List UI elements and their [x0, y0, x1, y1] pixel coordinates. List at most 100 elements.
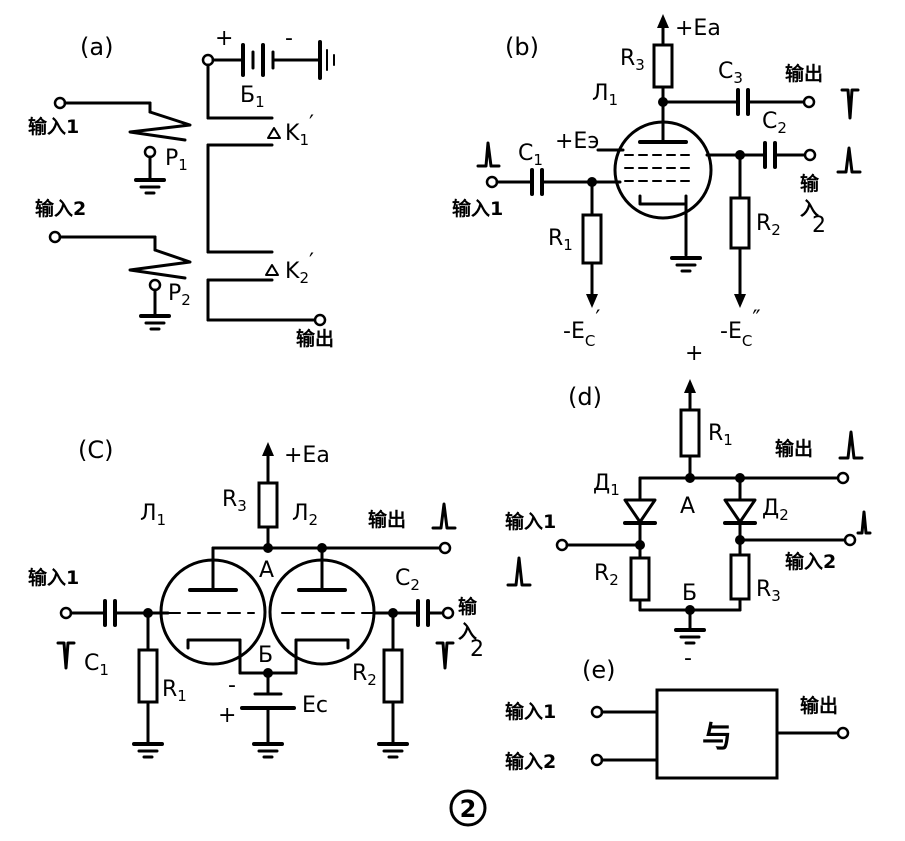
- input2-label-d: 输入2: [785, 550, 836, 573]
- supply-label-c: +Ea: [284, 443, 330, 468]
- diode-d1: [623, 498, 657, 524]
- resistor-r3-d: [729, 553, 751, 601]
- battery-minus-c: -: [228, 673, 236, 698]
- relay-p2-label: P2: [168, 281, 191, 309]
- panel-d: (d) + R1 输出 A Д1 Д2 输入1 R2: [505, 341, 872, 671]
- tube-cathode-b: [638, 194, 688, 206]
- input2-label-b-top: 输: [800, 172, 820, 195]
- output-pulse-c: [431, 502, 457, 530]
- ground-sign-d: -: [684, 646, 692, 671]
- battery-plus-sign: +: [215, 26, 233, 51]
- panel-b: (b) +Ea R3 C3 输出 Л1 +Eэ: [452, 14, 862, 350]
- input1-label-c: 输入1: [28, 566, 79, 589]
- resistor-r2-label-d: R2: [594, 561, 619, 589]
- output-terminal-b: [802, 95, 816, 109]
- input2-label-c-mid: 入: [458, 621, 477, 643]
- battery-label: Б1: [240, 83, 265, 111]
- input2-pulse-c: [435, 641, 455, 670]
- input2-terminal-b: [803, 148, 817, 162]
- panel-c: (C) +Ea R3 Л1 Л2 A 输出 Б: [28, 436, 484, 759]
- resistor-r3-c: [257, 481, 279, 529]
- diode-d1-label: Д1: [593, 471, 620, 499]
- node-b-label-c: Б: [258, 643, 273, 668]
- tube-l1-b: [613, 120, 713, 220]
- figure-number-circle: [449, 789, 487, 827]
- output-negative-pulse-b: [840, 88, 860, 120]
- resistor-r3-label-d: R3: [756, 577, 781, 605]
- resistor-r3-label-b: R3: [620, 46, 645, 74]
- capacitor-c1-label-c: C1: [84, 651, 109, 679]
- contact-k1-label: K1′: [285, 112, 314, 149]
- panel-e: (e) 与 输入1 输入2 输出: [505, 656, 850, 780]
- diode-d2-label: Д2: [762, 496, 789, 524]
- capacitor-c1-label-b: C1: [518, 141, 543, 169]
- panel-a: (a) + - Б1 K1′ K2′ 输出: [28, 26, 335, 350]
- input1-label-d: 输入1: [505, 510, 556, 533]
- output-label-c: 输出: [368, 508, 406, 531]
- input2-label-c-num: 2: [470, 637, 484, 662]
- resistor-r1-label-c: R1: [162, 677, 187, 705]
- resistor-r3-label-c: R3: [222, 487, 247, 515]
- resistor-r2-d: [629, 556, 651, 602]
- battery-minus-sign: -: [285, 26, 293, 51]
- panel-c-label: (C): [78, 436, 113, 464]
- tube-l2-label-c: Л2: [292, 501, 318, 529]
- resistor-r2-b: [729, 196, 751, 250]
- supply-label-d: +: [685, 341, 703, 366]
- resistor-r1-d: [679, 408, 701, 458]
- input2-label-b-mid: 入: [800, 198, 819, 220]
- panel-b-label: (b): [505, 33, 539, 61]
- input2-label-c-top: 输: [458, 595, 478, 618]
- tube-l1-label-c: Л1: [140, 501, 166, 529]
- capacitor-c3-label-b: C3: [718, 59, 743, 87]
- contact-k2-tip: [265, 264, 279, 276]
- capacitor-c2-label-b: C2: [762, 109, 787, 137]
- panel-a-label: (a): [80, 33, 113, 61]
- supply-label-b: +Ea: [675, 16, 721, 41]
- tube-l1-cathode-c: [186, 638, 242, 650]
- panel-e-label: (e): [582, 656, 616, 684]
- resistor-r2-c: [382, 648, 404, 704]
- bias1-label-b: -EC′: [563, 307, 600, 350]
- relay-p1-label: P1: [165, 146, 188, 174]
- resistor-r3-b: [652, 43, 674, 89]
- and-gate-symbol: 与: [702, 720, 732, 755]
- resistor-r1-label-b: R1: [548, 226, 573, 254]
- resistor-r2-label-c: R2: [352, 661, 377, 689]
- output-terminal-a: [313, 313, 327, 327]
- node-b-label-d: Б: [682, 581, 697, 606]
- input2-terminal-d: [843, 533, 857, 547]
- input2-label-a: 输入2: [35, 197, 86, 220]
- input1-pulse-d: [506, 556, 532, 587]
- input-pulse-b: [476, 141, 501, 168]
- output-pulse-d: [838, 430, 864, 460]
- input1-label-b: 输入1: [452, 197, 503, 220]
- output-label-a: 输出: [296, 327, 334, 350]
- output-terminal-d: [836, 471, 850, 485]
- bias2-label-b: -EC″: [720, 307, 761, 350]
- output-label-e: 输出: [800, 694, 838, 717]
- capacitor-c2-label-c: C2: [395, 566, 420, 594]
- tube-l1-label-b: Л1: [592, 81, 618, 109]
- output-terminal-c: [438, 541, 452, 555]
- relay-p2-coil: [128, 248, 192, 280]
- node-a-label-c: A: [259, 558, 274, 583]
- input2-pulse-b: [836, 146, 862, 174]
- input2-pulse-d: [856, 510, 872, 535]
- input2-terminal-c: [441, 606, 455, 620]
- resistor-r1-label-d: R1: [708, 421, 733, 449]
- input2-label-e: 输入2: [505, 750, 556, 773]
- screen-supply-label-b: +Eэ: [555, 129, 599, 154]
- figure-number: 2: [460, 795, 477, 823]
- contact-k1-tip: [267, 127, 281, 139]
- resistor-r1-c: [137, 648, 159, 704]
- input1-label-a: 输入1: [28, 115, 79, 138]
- contact-k2-label: K2′: [285, 250, 314, 287]
- input1-pulse-c: [56, 641, 76, 670]
- output-terminal-e: [836, 726, 850, 740]
- panel-d-label: (d): [568, 383, 602, 411]
- battery-label-c: Ec: [302, 693, 328, 718]
- input1-label-e: 输入1: [505, 700, 556, 723]
- relay-p1-coil: [128, 110, 192, 142]
